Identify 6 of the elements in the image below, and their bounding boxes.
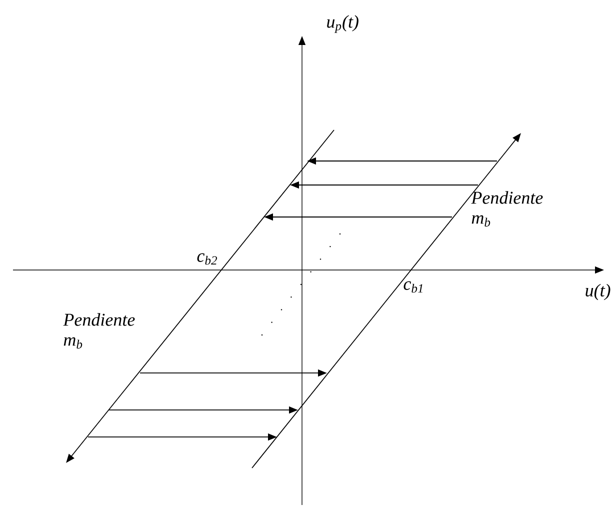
axis-label: u$_{p}$(t) xyxy=(327,15,358,33)
threshold-label: c$_{b2}$ xyxy=(197,253,218,265)
slope-label: Pendiente m$_{b}$ xyxy=(63,313,135,349)
slope-label: Pendiente m$_{b}$ xyxy=(471,191,543,227)
axis-label: u(t) xyxy=(586,284,610,300)
threshold-label: c$_{b1}$ xyxy=(404,281,422,293)
